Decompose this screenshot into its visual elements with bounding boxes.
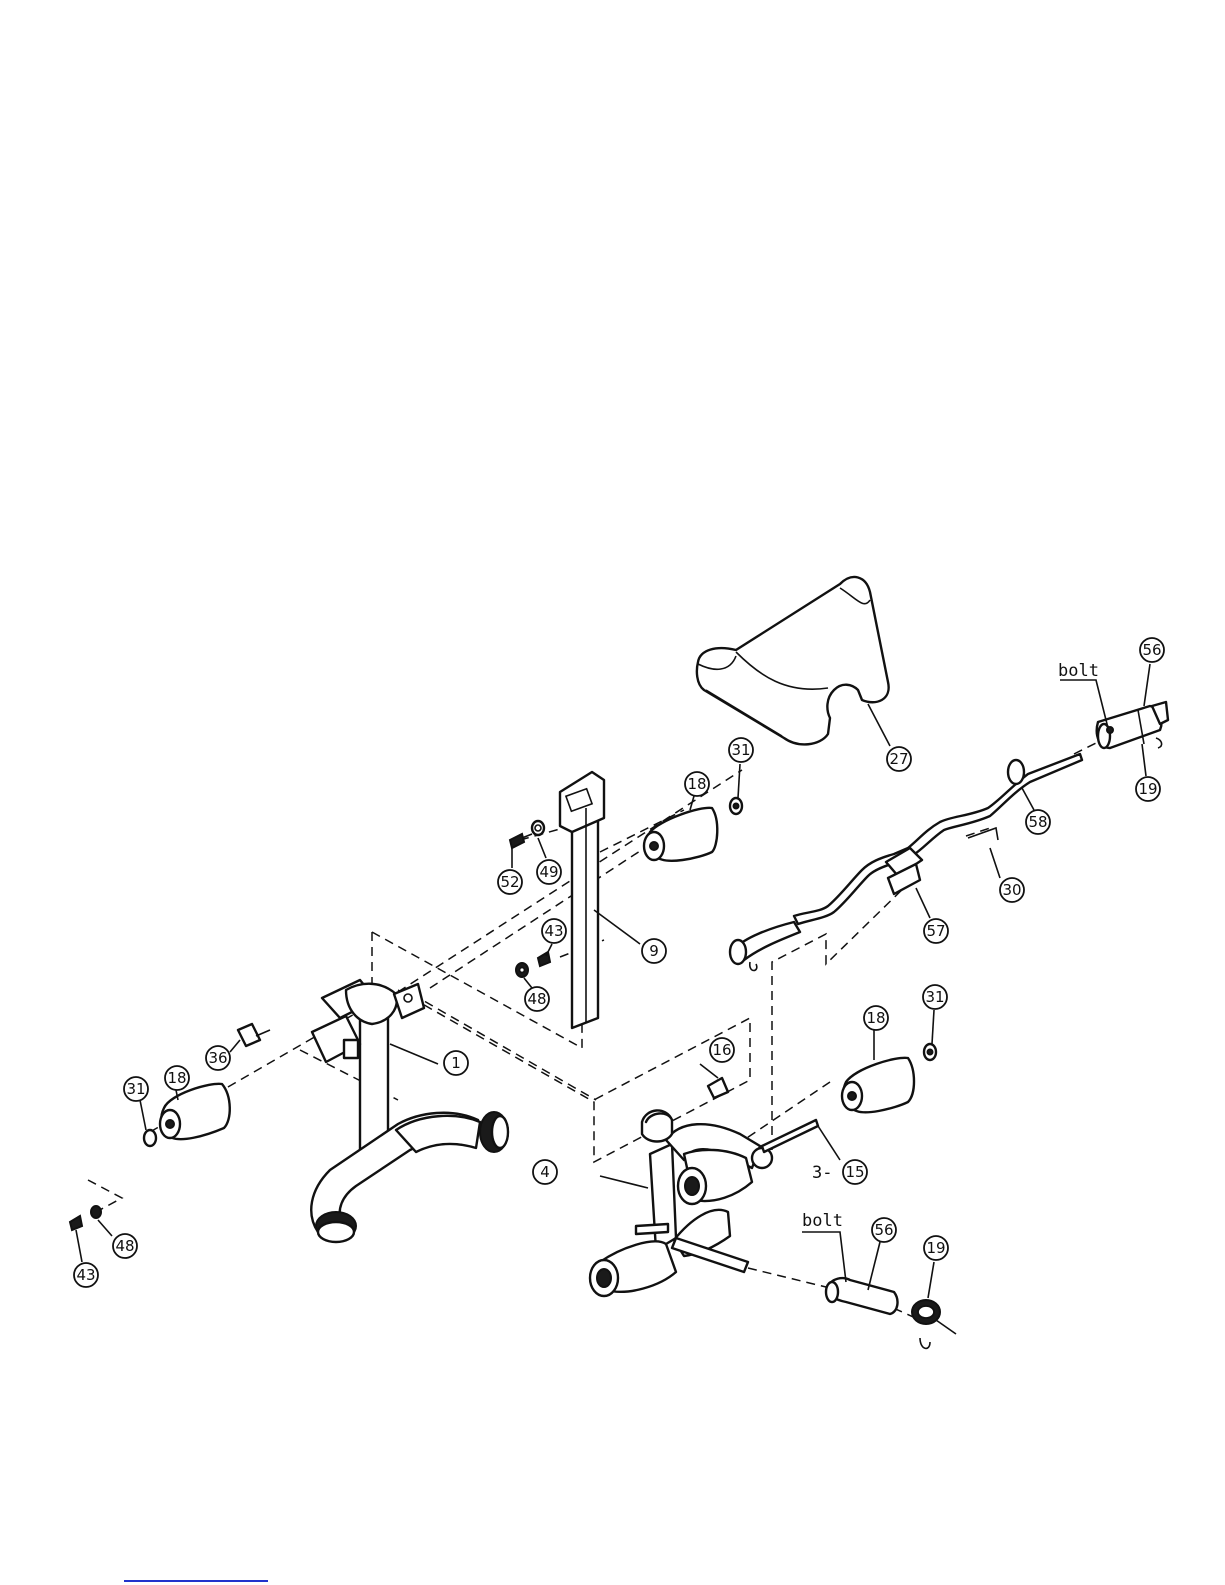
callout-9-text: 9 — [649, 942, 659, 960]
callout-31-right: 31 — [923, 985, 947, 1009]
callout-16-text: 16 — [712, 1041, 731, 1059]
callout-19-lower-text: 19 — [926, 1239, 945, 1257]
washer-48-lower — [91, 1206, 101, 1218]
callout-58: 58 — [1026, 810, 1050, 834]
callout-49-text: 49 — [539, 863, 558, 881]
callout-30: 30 — [1000, 878, 1024, 902]
callout-56-lower: 56 — [872, 1218, 896, 1242]
callout-1: 1 — [444, 1051, 468, 1075]
bolt-52 — [510, 834, 532, 848]
callout-31-right-text: 31 — [925, 988, 944, 1006]
upright-post-part — [560, 772, 604, 1028]
callout-16: 16 — [710, 1038, 734, 1062]
callout-36: 36 — [206, 1046, 230, 1070]
callout-58-text: 58 — [1028, 813, 1047, 831]
callout-36-text: 36 — [208, 1049, 227, 1067]
callout-57: 57 — [924, 919, 948, 943]
callout-43-lower-text: 43 — [76, 1266, 95, 1284]
callout-31-left-text: 31 — [126, 1080, 145, 1098]
callout-48-lower-text: 48 — [115, 1237, 134, 1255]
callout-52: 52 — [498, 870, 522, 894]
callout-18-upper-text: 18 — [687, 775, 706, 793]
callout-48-upper: 48 — [525, 987, 549, 1011]
bolt-43-lower — [70, 1216, 82, 1230]
knob-36 — [238, 1024, 270, 1046]
callout-57-text: 57 — [926, 922, 945, 940]
callout-56-lower-text: 56 — [874, 1221, 893, 1239]
bolt-43-upper — [538, 952, 550, 966]
callout-15: 15 — [843, 1160, 867, 1184]
callout-48-lower: 48 — [113, 1234, 137, 1258]
roller-pad-upper — [644, 808, 717, 861]
roller-pad-right — [842, 1058, 914, 1112]
bolt-label-upper: bolt — [1058, 661, 1099, 681]
callout-18-right: 18 — [864, 1006, 888, 1030]
callout-4: 4 — [533, 1160, 557, 1184]
callout-30-text: 30 — [1002, 881, 1021, 899]
seat-pad-part — [697, 577, 889, 744]
washer-31-upper — [730, 798, 742, 814]
washer-31-left — [144, 1130, 156, 1146]
callout-18-left: 18 — [165, 1066, 189, 1090]
callout-27: 27 — [887, 747, 911, 771]
callout-18-left-text: 18 — [167, 1069, 186, 1087]
callout-18-upper: 18 — [685, 772, 709, 796]
washer-31-right — [924, 1044, 936, 1060]
bushing-16 — [708, 1078, 728, 1098]
leader-lines — [76, 664, 1150, 1298]
callout-15-prefix: 3- — [812, 1163, 832, 1183]
callout-56-upper: 56 — [1140, 638, 1164, 662]
callout-19-upper: 19 — [1136, 777, 1160, 801]
sleeve-56-lower — [826, 1278, 897, 1314]
callout-9: 9 — [642, 939, 666, 963]
callout-43-upper-text: 43 — [544, 922, 563, 940]
callout-18-right-text: 18 — [866, 1009, 885, 1027]
callout-43-lower: 43 — [74, 1263, 98, 1287]
callout-1-text: 1 — [451, 1054, 461, 1072]
callout-31-upper-text: 31 — [731, 741, 750, 759]
roller-pad-left — [160, 1084, 230, 1139]
callout-43-upper: 43 — [542, 919, 566, 943]
callout-52-text: 52 — [500, 873, 519, 891]
bolt-label-lower: bolt — [802, 1211, 843, 1231]
callout-27-text: 27 — [889, 750, 908, 768]
callout-48-upper-text: 48 — [527, 990, 546, 1008]
collar-19-lower — [912, 1300, 956, 1348]
curl-bar-part — [730, 754, 1082, 971]
callout-19-lower: 19 — [924, 1236, 948, 1260]
callout-15-text: 15 — [845, 1163, 864, 1181]
callout-31-left: 31 — [124, 1077, 148, 1101]
footer-link-underline[interactable] — [124, 1580, 268, 1582]
axle-15-part — [762, 1120, 818, 1152]
washer-48-upper — [516, 963, 528, 977]
leg-attachment-part — [590, 1110, 772, 1296]
callout-31-upper: 31 — [729, 738, 753, 762]
callout-4-text: 4 — [540, 1163, 550, 1181]
washer-49 — [532, 821, 544, 835]
callout-19-upper-text: 19 — [1138, 780, 1157, 798]
callout-56-upper-text: 56 — [1142, 641, 1161, 659]
callout-49: 49 — [537, 860, 561, 884]
main-frame-part — [311, 980, 508, 1242]
